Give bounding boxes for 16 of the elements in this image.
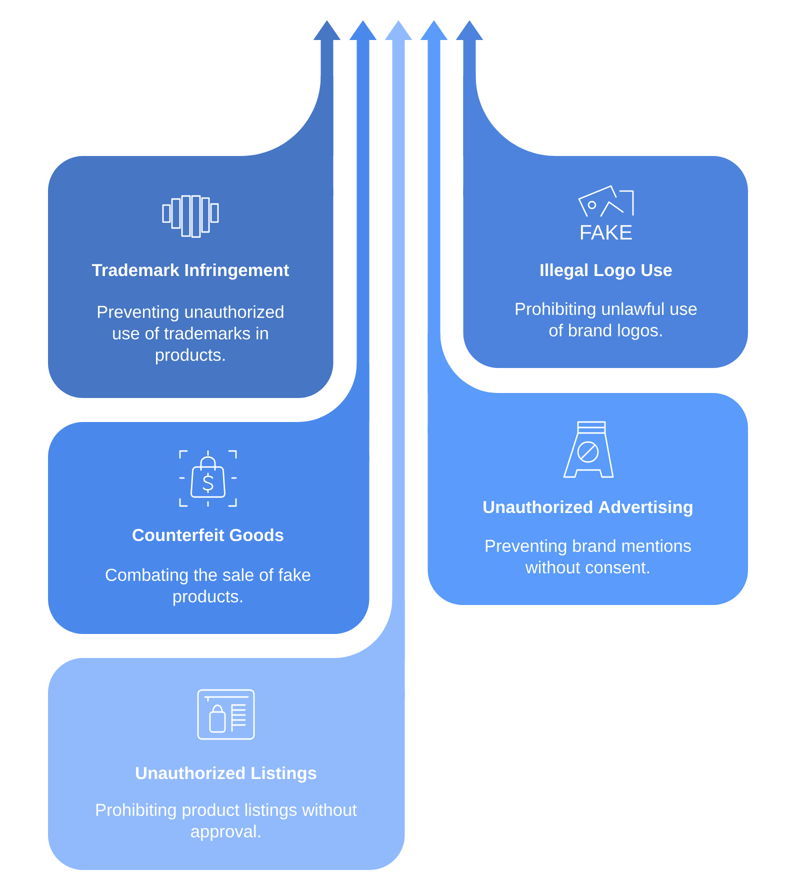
- rounded-box: [48, 658, 405, 870]
- heading: Unauthorized Advertising: [484, 500, 692, 517]
- heading: Trademark Infringement: [92, 263, 289, 280]
- heading: Unauthorized Listings: [136, 766, 316, 783]
- rounded-box: [428, 393, 748, 605]
- rounded-box: [48, 156, 334, 398]
- description: Combating the sale of fake products.: [106, 568, 310, 606]
- description: Prohibiting product listings without approval.: [96, 803, 357, 841]
- rounded-box: [463, 156, 748, 368]
- description: Preventing unauthorized use of trademarks in products.: [98, 305, 284, 364]
- heading: Illegal Logo Use: [540, 263, 672, 280]
- description: Prohibiting unlawful use of brand logos.: [516, 302, 697, 340]
- rounded-box: [48, 422, 370, 634]
- icon-caption: FAKE: [580, 225, 632, 240]
- description: Preventing brand mentions without consent.: [486, 539, 691, 574]
- heading: Counterfeit Goods: [132, 528, 284, 542]
